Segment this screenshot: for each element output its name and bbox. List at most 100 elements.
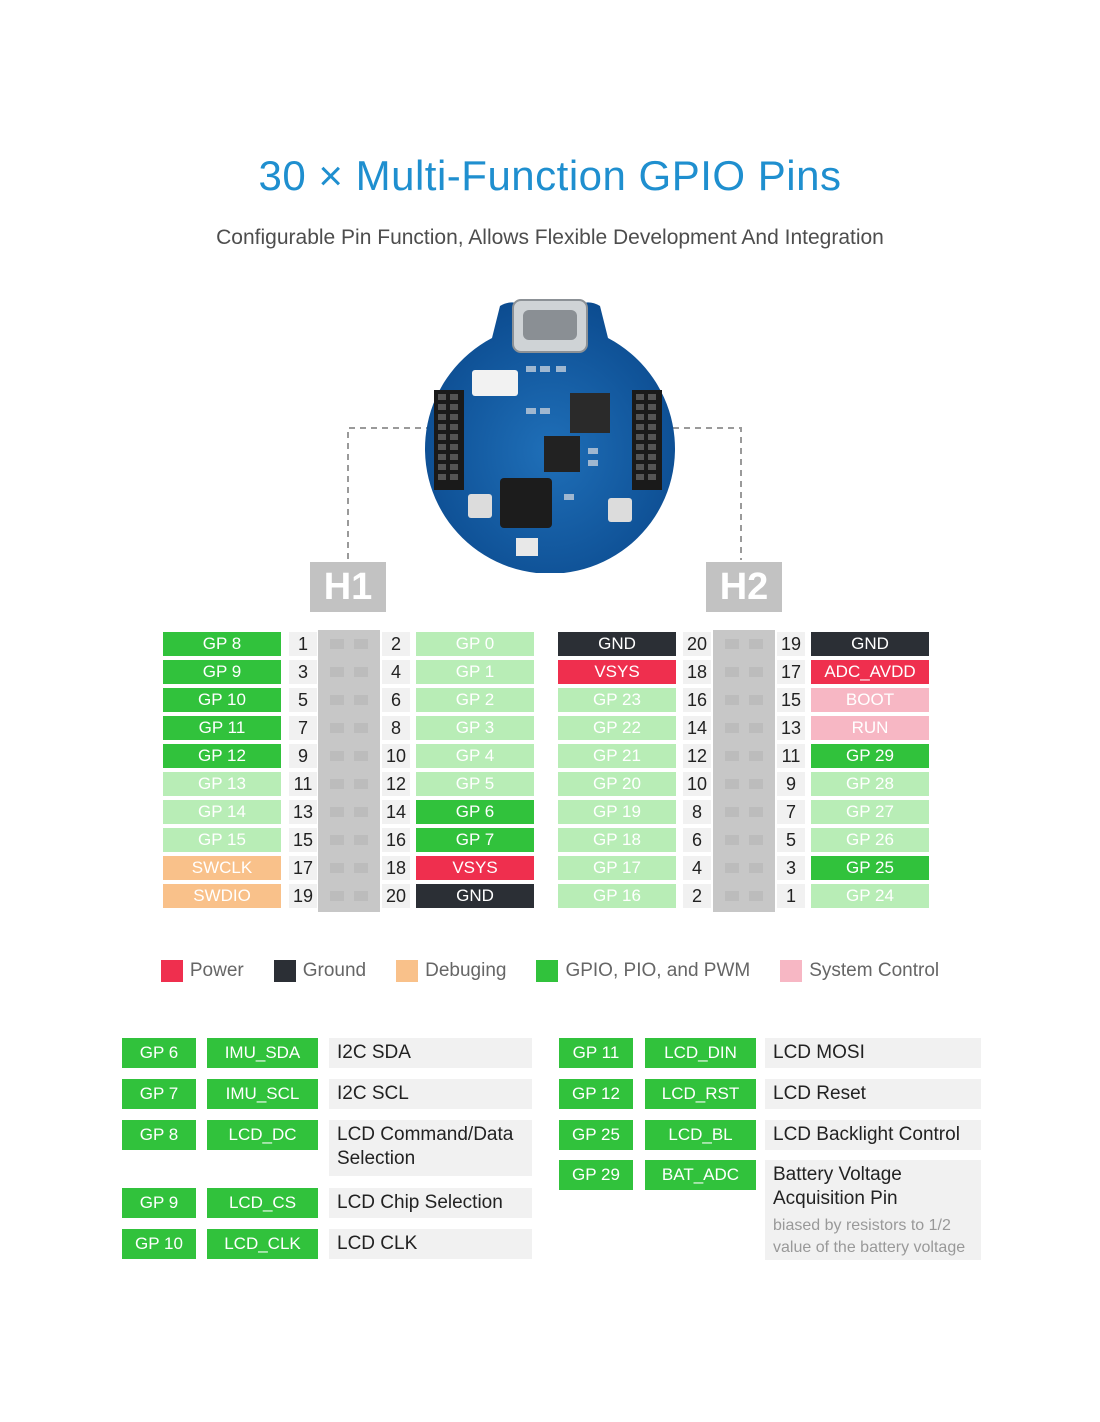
h1-pin-label: GP 12 — [163, 744, 281, 768]
page-subtitle: Configurable Pin Function, Allows Flexib… — [216, 226, 884, 249]
h1-pin-label: GP 1 — [416, 660, 534, 684]
h1-pin-number: 11 — [289, 772, 317, 796]
header-h2-label: H2 — [706, 562, 782, 612]
h2-pin-number: 6 — [683, 828, 711, 852]
h1-header-strip — [318, 630, 380, 912]
legend-swatch — [536, 960, 559, 982]
h2-pin-number: 14 — [683, 716, 711, 740]
h1-pin-hole — [330, 863, 344, 873]
h1-pin-number: 2 — [382, 632, 410, 656]
h1-pin-hole — [330, 639, 344, 649]
h2-pin-hole — [749, 751, 763, 761]
legend-item: Debuging — [396, 956, 506, 986]
h2-pin-label: GP 23 — [558, 688, 676, 712]
h1-pin-label: GND — [416, 884, 534, 908]
h2-pin-number: 20 — [683, 632, 711, 656]
h1-pin-number: 7 — [289, 716, 317, 740]
h1-pin-hole — [354, 835, 368, 845]
h1-pin-hole — [354, 695, 368, 705]
h2-pin-label: GP 27 — [811, 800, 929, 824]
h2-pin-number: 9 — [777, 772, 805, 796]
h1-pin-hole — [354, 639, 368, 649]
function-description: LCD Backlight Control — [765, 1120, 981, 1150]
function-signal-tag: LCD_RST — [645, 1079, 756, 1109]
h2-pin-hole — [749, 667, 763, 677]
h2-pin-label: ADC_AVDD — [811, 660, 929, 684]
h1-pin-hole — [330, 667, 344, 677]
h2-pin-hole — [725, 779, 739, 789]
h2-pin-hole — [749, 695, 763, 705]
function-description-text: LCD Command/Data Selection — [337, 1124, 514, 1169]
h2-pin-hole — [749, 891, 763, 901]
h2-pin-number: 12 — [683, 744, 711, 768]
h2-pin-hole — [725, 695, 739, 705]
function-signal-tag: IMU_SDA — [207, 1038, 318, 1068]
h1-pin-number: 8 — [382, 716, 410, 740]
h1-pin-label: GP 8 — [163, 632, 281, 656]
function-signal-tag: IMU_SCL — [207, 1079, 318, 1109]
h2-pin-hole — [725, 863, 739, 873]
function-description-text: Battery Voltage Acquisition Pin — [773, 1164, 902, 1209]
h2-pin-label: GP 24 — [811, 884, 929, 908]
legend-label: Ground — [302, 960, 367, 981]
h1-pin-number: 12 — [382, 772, 410, 796]
legend-item: Power — [160, 956, 244, 986]
function-gpio-tag: GP 7 — [122, 1079, 196, 1109]
legend-label: Debuging — [425, 960, 507, 981]
h2-pin-number: 8 — [683, 800, 711, 824]
h1-pin-hole — [354, 807, 368, 817]
h2-pin-hole — [725, 807, 739, 817]
function-signal-tag: BAT_ADC — [645, 1160, 756, 1190]
page-title: 30 × Multi-Function GPIO Pins — [258, 152, 842, 199]
h1-pin-label: GP 7 — [416, 828, 534, 852]
h1-pin-label: SWDIO — [163, 884, 281, 908]
h2-pin-hole — [725, 667, 739, 677]
function-gpio-tag: GP 9 — [122, 1188, 196, 1218]
function-signal-tag: LCD_BL — [645, 1120, 756, 1150]
function-description: I2C SDA — [329, 1038, 532, 1068]
function-description: LCD Chip Selection — [329, 1188, 532, 1218]
h1-pin-hole — [330, 891, 344, 901]
legend-label: Power — [189, 960, 244, 981]
function-description-text: I2C SDA — [337, 1042, 411, 1063]
h2-pin-hole — [725, 723, 739, 733]
function-description-text: I2C SCL — [337, 1083, 409, 1104]
h1-pin-number: 15 — [289, 828, 317, 852]
function-note: biased by resistors to 1/2 value of the … — [773, 1217, 966, 1256]
legend-item: GPIO, PIO, and PWM — [536, 956, 750, 986]
function-description-text: LCD Backlight Control — [773, 1124, 960, 1145]
h1-pin-hole — [354, 723, 368, 733]
h2-pin-label: GP 21 — [558, 744, 676, 768]
h1-pin-label: VSYS — [416, 856, 534, 880]
function-description-text: LCD Reset — [773, 1083, 866, 1104]
h1-pin-number: 20 — [382, 884, 410, 908]
function-gpio-tag: GP 25 — [559, 1120, 633, 1150]
function-description: LCD Command/Data Selection — [329, 1120, 532, 1176]
h2-pin-number: 15 — [777, 688, 805, 712]
legend-swatch — [273, 960, 296, 982]
h2-pin-hole — [749, 835, 763, 845]
h1-pin-number: 1 — [289, 632, 317, 656]
h2-pin-number: 1 — [777, 884, 805, 908]
function-description: I2C SCL — [329, 1079, 532, 1109]
h2-pin-hole — [749, 723, 763, 733]
h2-pin-label: GP 16 — [558, 884, 676, 908]
function-gpio-tag: GP 10 — [122, 1229, 196, 1259]
h2-pin-number: 7 — [777, 800, 805, 824]
h2-pin-number: 17 — [777, 660, 805, 684]
h2-pin-label: GP 26 — [811, 828, 929, 852]
h1-pin-number: 19 — [289, 884, 317, 908]
h1-pin-hole — [330, 723, 344, 733]
h2-pin-number: 19 — [777, 632, 805, 656]
legend-item: System Control — [780, 956, 939, 986]
h1-pin-hole — [330, 807, 344, 817]
h2-pin-label: BOOT — [811, 688, 929, 712]
h1-pin-hole — [354, 863, 368, 873]
h2-pin-label: GP 28 — [811, 772, 929, 796]
h1-pin-label: SWCLK — [163, 856, 281, 880]
function-gpio-tag: GP 6 — [122, 1038, 196, 1068]
function-gpio-tag: GP 8 — [122, 1120, 196, 1150]
h1-pin-label: GP 15 — [163, 828, 281, 852]
h1-pin-number: 6 — [382, 688, 410, 712]
legend-swatch — [160, 960, 183, 982]
